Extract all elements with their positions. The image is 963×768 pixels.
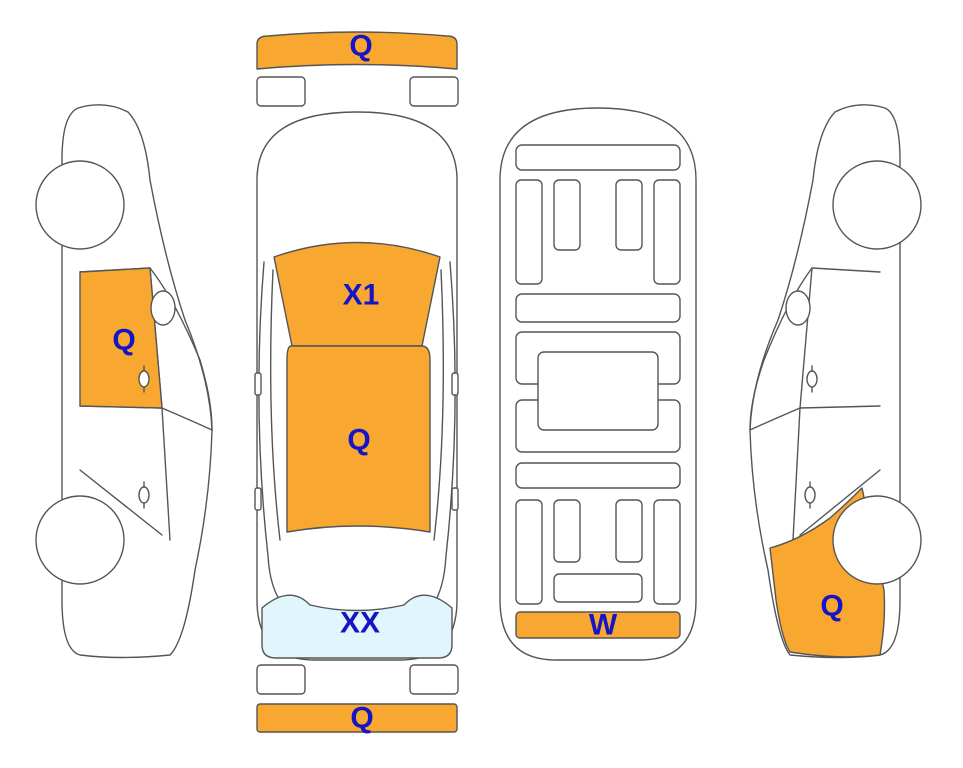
underside-rear-label: W bbox=[589, 609, 618, 642]
left-rear-handle bbox=[254, 487, 262, 511]
rear-window-label: XX bbox=[340, 607, 380, 640]
right-front-wheel bbox=[832, 160, 922, 250]
left-front-door-label: Q bbox=[112, 324, 135, 357]
underside-panel bbox=[553, 573, 643, 603]
underside-panel bbox=[515, 144, 681, 171]
underside-rear-panel[interactable] bbox=[515, 611, 681, 639]
rear-right-light bbox=[409, 664, 459, 695]
rear-window[interactable] bbox=[261, 594, 453, 659]
right-rear-handle bbox=[451, 487, 459, 511]
left-rear-wheel bbox=[35, 495, 125, 585]
top-view-inner-left bbox=[269, 269, 281, 541]
left-front-wheel bbox=[35, 160, 125, 250]
windshield[interactable] bbox=[273, 241, 441, 347]
right-door-handle-front bbox=[806, 365, 818, 393]
front-bumper-label: Q bbox=[349, 30, 372, 63]
rear-bumper[interactable] bbox=[256, 703, 458, 733]
underside-panel bbox=[515, 293, 681, 323]
right-side-window-outer bbox=[749, 267, 881, 431]
left-door-handle-front bbox=[138, 365, 150, 393]
underside-panel bbox=[653, 179, 681, 285]
underside-panel bbox=[515, 462, 681, 489]
left-side-mirror bbox=[150, 290, 176, 326]
underside-view: W bbox=[499, 107, 697, 661]
underside-panel bbox=[615, 499, 643, 563]
left-side-view: Q bbox=[35, 104, 213, 659]
front-bumper-group: Q bbox=[256, 30, 459, 107]
roof-label: Q bbox=[347, 424, 370, 457]
front-left-light bbox=[256, 76, 306, 107]
left-side-window-outer bbox=[79, 267, 213, 431]
left-door-handle-rear bbox=[138, 481, 150, 509]
rear-bumper-group: Q bbox=[256, 664, 459, 735]
underside-panel bbox=[553, 499, 581, 563]
left-mirror bbox=[254, 372, 262, 396]
underside-panel bbox=[515, 179, 543, 285]
underside-panel bbox=[537, 351, 659, 431]
front-bumper[interactable] bbox=[256, 31, 458, 70]
underside-panel bbox=[653, 499, 681, 605]
underside-panel bbox=[615, 179, 643, 251]
underside-panel bbox=[553, 179, 581, 251]
underside-panel bbox=[515, 499, 543, 605]
right-side-lower-door bbox=[792, 405, 881, 541]
top-view-inner-right bbox=[433, 269, 445, 541]
right-side-mirror bbox=[785, 290, 811, 326]
rear-bumper-label: Q bbox=[350, 702, 373, 735]
top-view-cabin-left bbox=[258, 261, 285, 607]
front-right-light bbox=[409, 76, 459, 107]
right-door-handle-rear bbox=[804, 481, 816, 509]
right-side-view: Q bbox=[749, 104, 922, 659]
rear-left-light bbox=[256, 664, 306, 695]
top-view: X1 Q XX bbox=[254, 111, 459, 661]
right-rear-wheel bbox=[832, 495, 922, 585]
windshield-label: X1 bbox=[343, 279, 380, 312]
right-side-window-inner bbox=[749, 267, 813, 431]
right-mirror bbox=[451, 372, 459, 396]
right-rear-quarter-label: Q bbox=[820, 590, 843, 623]
roof[interactable] bbox=[286, 345, 431, 533]
